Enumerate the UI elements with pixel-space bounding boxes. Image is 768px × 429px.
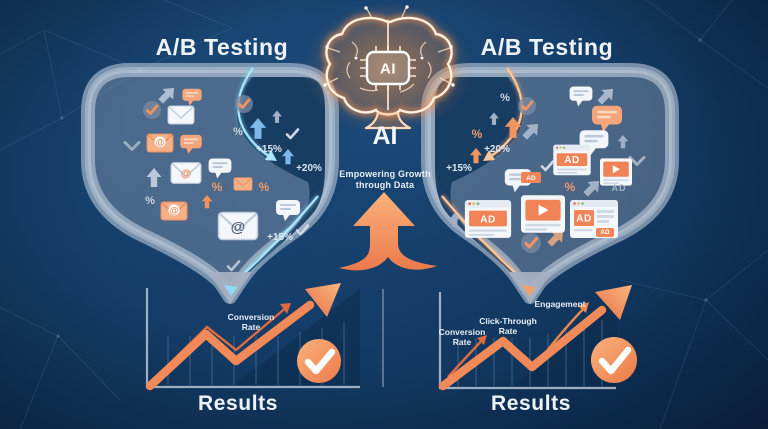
- left-metric-label-line1: Conversion: [228, 312, 275, 322]
- video-ad-icon: [521, 195, 565, 233]
- ad-text: AD: [612, 183, 627, 193]
- ad-badge: [521, 172, 541, 183]
- check-icon: [304, 348, 336, 375]
- percent-stat: %: [565, 180, 576, 194]
- left-results-chart: Conversion Rate Results: [145, 283, 360, 415]
- right-trend-arrow: [438, 285, 632, 391]
- check-circle-icon: [519, 231, 543, 255]
- uplift-stat: +15%: [267, 232, 293, 243]
- at-badge: [154, 136, 166, 148]
- uplift-stat: +20%: [296, 163, 322, 174]
- uplift-stat: +15%: [256, 144, 282, 155]
- check-icon: [598, 346, 632, 375]
- left-funnel: @ @ % % % @ @ +15% % +15% +20%: [81, 63, 339, 304]
- right-flow-tip-icon: [522, 285, 536, 296]
- right-conversion-label-line1: Conversion: [439, 327, 486, 337]
- right-flow-arrowhead-icon: [483, 150, 495, 161]
- percent-stat: %: [233, 126, 243, 138]
- percent-stat: %: [212, 180, 223, 194]
- right-ctr-label-line2: Rate: [499, 326, 518, 336]
- percent-stat: %: [500, 92, 510, 104]
- at-glyph: @: [181, 168, 192, 180]
- right-success-badge: [591, 337, 637, 383]
- ai-chip-label: AI: [380, 61, 396, 78]
- right-funnel: % % +20% +15% AD AD % AD AD AD AD: [421, 63, 679, 304]
- right-conversion-label-line2: Rate: [453, 337, 472, 347]
- center-ai: AI AI Empowering Growth through Data: [304, 2, 472, 271]
- check-circle-icon: [516, 95, 538, 117]
- right-panel-title: A/B Testing: [481, 34, 614, 60]
- at-glyph: @: [231, 219, 246, 236]
- check-circle-icon: [233, 93, 255, 115]
- right-results-label: Results: [491, 392, 571, 415]
- ad-label: AD: [526, 175, 536, 182]
- email-icon: [167, 105, 195, 125]
- right-results-chart: Conversion Rate Click-Through Rate Engag…: [439, 285, 637, 415]
- left-results-label: Results: [198, 392, 278, 415]
- left-flow-arrowhead-icon: [265, 150, 277, 161]
- ai-chip: AI: [360, 46, 416, 90]
- right-ctr-label-line1: Click-Through: [479, 316, 537, 326]
- check-circle-icon: [141, 99, 163, 121]
- ai-heading: AI: [373, 122, 398, 150]
- left-success-badge: [297, 339, 341, 383]
- at-glyph: @: [156, 138, 165, 148]
- uplift-stat: +15%: [446, 163, 472, 174]
- left-flow-tip-icon: [224, 285, 238, 296]
- ad-label: AD: [576, 214, 591, 225]
- left-metric-label-line2: Rate: [242, 322, 261, 332]
- right-funnel-dark-region: [435, 77, 524, 278]
- percent-stat: %: [472, 127, 483, 141]
- left-trend-arrow: [145, 283, 341, 391]
- tagline-line2: through Data: [356, 180, 415, 190]
- tagline-line1: Empowering Growth: [339, 169, 430, 179]
- right-engagement-label: Engagement: [534, 299, 585, 309]
- uplift-stat: +20%: [484, 144, 510, 155]
- video-ad-icon: [600, 158, 632, 186]
- percent-stat: %: [145, 195, 155, 207]
- ad-label: AD: [480, 215, 495, 226]
- merge-arrow-icon: [339, 192, 437, 271]
- at-glyph: @: [170, 206, 179, 216]
- ad-label: AD: [564, 155, 579, 166]
- email-icon: [233, 177, 253, 191]
- at-badge: [168, 204, 180, 216]
- right-conversion-thin-arrow: [447, 335, 487, 378]
- percent-stat: %: [259, 180, 270, 194]
- brain-icon: AI: [323, 5, 455, 130]
- left-panel-title: A/B Testing: [156, 34, 289, 60]
- ad-label: AD: [600, 229, 610, 236]
